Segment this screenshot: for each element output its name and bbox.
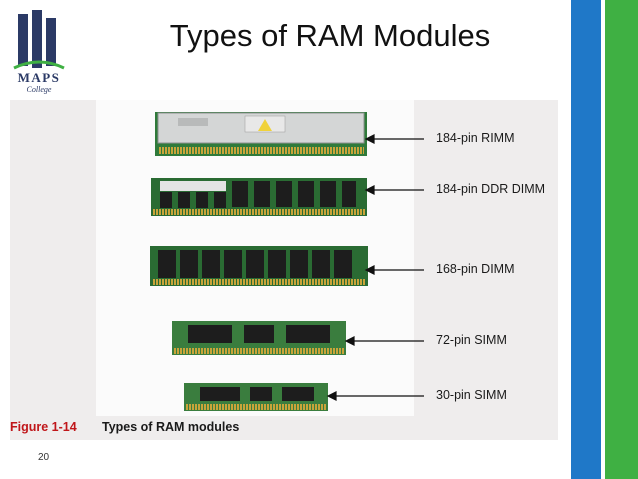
figure-caption: Figure 1-14 Types of RAM modules (10, 420, 239, 434)
simm-30-module (184, 383, 328, 411)
side-bar-green (605, 0, 638, 479)
logo-subtitle: College (26, 85, 52, 94)
label-simm72: 72-pin SIMM (436, 333, 507, 347)
rimm-module (155, 112, 367, 156)
college-logo (10, 8, 68, 108)
simm-72-module (172, 321, 346, 355)
books-logo-icon (13, 10, 65, 70)
ddr-dimm-module (151, 178, 367, 216)
logo-name: MAPS (17, 70, 61, 85)
label-ddr-dimm: 184-pin DDR DIMM (436, 182, 546, 196)
label-dimm: 168-pin DIMM (436, 262, 515, 276)
page-number: 20 (38, 452, 50, 463)
slide-title: Types of RAM Modules (169, 18, 491, 53)
side-bar-gap (601, 0, 605, 479)
dimm-168-module (150, 246, 368, 286)
caption-text: Types of RAM modules (102, 420, 240, 434)
label-simm30: 30-pin SIMM (436, 388, 507, 402)
side-bar-blue (571, 0, 601, 479)
caption-label: Figure 1-14 (10, 420, 77, 434)
label-rimm: 184-pin RIMM (436, 131, 515, 145)
logo-text: MAPS College (8, 70, 70, 94)
